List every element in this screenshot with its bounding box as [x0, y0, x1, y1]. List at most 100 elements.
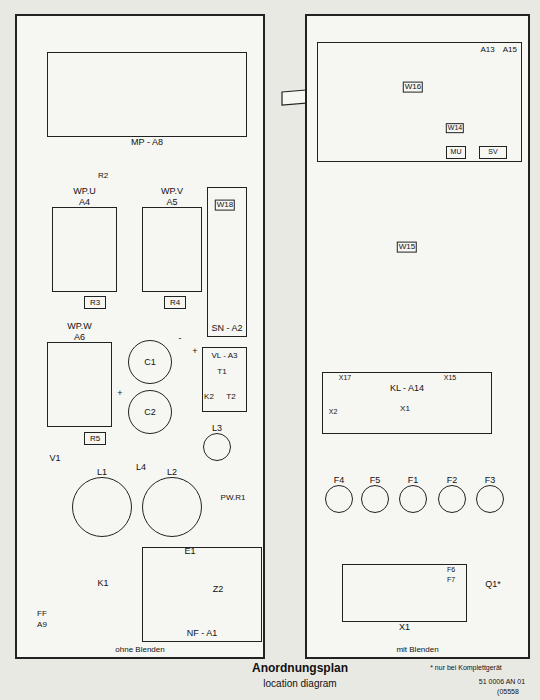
card-label: MU	[446, 146, 466, 159]
text-group: ohne Blenden	[17, 645, 263, 654]
part-label: C1	[144, 357, 156, 367]
choke: L1	[72, 477, 132, 537]
part-label: F2	[447, 475, 458, 485]
part-label: C2	[144, 407, 156, 417]
card-rack: A13 A15MU SV	[317, 42, 522, 162]
part-label: L1	[97, 467, 107, 477]
part-label: KL - A14	[390, 383, 424, 393]
part-label: R4	[170, 298, 180, 307]
part-label: T2	[225, 393, 236, 402]
cable-label: W15	[397, 242, 417, 253]
polarity-mark: +	[116, 389, 123, 399]
text-group: F1	[370, 475, 456, 485]
text-group: F4	[296, 475, 382, 485]
resistor-box: R3	[84, 296, 106, 309]
part-label: NF - A1	[187, 628, 218, 638]
part-label: K1	[96, 579, 109, 589]
text-group: F3	[447, 475, 533, 485]
part-label: L4	[135, 463, 147, 473]
polarity-mark: -	[178, 334, 183, 344]
part-label: A15	[503, 45, 517, 54]
driver-board: VL - A3	[202, 347, 247, 412]
part-label: A9	[36, 621, 48, 630]
text-group: R4	[165, 297, 185, 308]
terminal-board: KL - A14	[322, 372, 492, 434]
part-label: A5	[166, 197, 177, 207]
part-label: A13	[481, 45, 495, 54]
panel-ground	[15, 14, 265, 659]
part-label: VL - A3	[212, 351, 238, 360]
cabinet-panel: mit BlendenA13A15MUSVKL - A14F4F5F1F2F3X…	[305, 14, 530, 659]
part-label: ohne Blenden	[115, 645, 164, 654]
part-label: F3	[485, 475, 496, 485]
text-group: KL - A14	[323, 383, 491, 393]
part-label: WP.U	[73, 186, 95, 196]
text-group: MP - A8	[18, 137, 276, 147]
part-label: mit Blenden	[396, 645, 438, 654]
part-label: WP.V	[161, 186, 183, 196]
part-label: R5	[90, 434, 100, 443]
part-label: A6	[74, 332, 85, 342]
igbt-module: WP.WA6	[47, 342, 112, 427]
part-label: F7	[446, 576, 456, 584]
text-group: R3	[85, 297, 105, 308]
choke: L3	[203, 433, 231, 461]
part-label: F4	[334, 475, 345, 485]
connector-label: X15	[443, 374, 457, 382]
part-label: K2	[203, 393, 215, 402]
text-group: A13 A15	[481, 45, 517, 54]
fuse-holder: F5	[361, 485, 389, 513]
text-group: L2	[113, 467, 231, 477]
text-group: MU	[447, 147, 465, 158]
drawing-title: Anordnungsplan	[251, 662, 349, 675]
capacitor: C1	[128, 340, 172, 384]
polarity-mark: +	[191, 347, 198, 357]
text-group: X1	[313, 622, 496, 632]
igbt-module: WP.VA5	[142, 207, 202, 292]
part-label: WP.W	[67, 321, 91, 331]
part-label: SV	[488, 148, 497, 156]
part-label: PW.R1	[220, 494, 247, 503]
capacitor: C2	[128, 390, 172, 434]
text-group: WP.WA6	[18, 321, 141, 342]
fuse-holder: F2	[438, 485, 466, 513]
drawing-number: (05558	[496, 688, 520, 696]
footnote: * nur bei Komplettgerät	[429, 664, 503, 672]
connector-label: X2	[328, 408, 339, 416]
part-label: MU	[451, 148, 462, 156]
text-group: R5	[85, 433, 105, 444]
text-group: WP.VA5	[113, 186, 231, 207]
processor-board: MP - A8	[47, 52, 247, 137]
filter-module: NF - A1	[142, 547, 262, 642]
part-label: Q1*	[484, 580, 502, 590]
drawing-caption: location diagram	[262, 678, 337, 689]
cabinet-panel: ohne BlendenMP - A8WP.UA4WP.VA5SN - A2R3…	[15, 14, 265, 659]
panel-ground	[15, 14, 530, 659]
drawing-number: 51 0006 AN 01	[478, 678, 526, 686]
part-label: T1	[216, 368, 227, 377]
part-label: V1	[48, 454, 61, 464]
text-group: C2	[129, 391, 171, 433]
text-group: F2	[409, 475, 495, 485]
part-label: F6	[446, 566, 456, 574]
igbt-module: WP.UA4	[52, 207, 117, 292]
part-label: L2	[167, 467, 177, 477]
text-group: WP.UA4	[23, 186, 146, 207]
text-group: F5	[332, 475, 418, 485]
fuse-holder: F4	[325, 485, 353, 513]
text-group: SN - A2	[208, 323, 246, 333]
part-label: E1	[183, 547, 196, 557]
connector-label: X1	[399, 405, 411, 414]
cable-label: W14	[446, 123, 464, 133]
text-group: SV	[480, 147, 506, 158]
cable-label: W18	[215, 200, 235, 211]
choke: L2	[142, 477, 202, 537]
part-label: FF	[36, 610, 48, 619]
connector-label: X17	[338, 374, 352, 382]
part-label: R2	[97, 172, 109, 181]
part-label: F1	[408, 475, 419, 485]
part-label: L3	[212, 423, 222, 433]
part-label: A4	[79, 197, 90, 207]
resistor-box: R5	[84, 432, 106, 445]
cable-label: W16	[403, 82, 423, 93]
